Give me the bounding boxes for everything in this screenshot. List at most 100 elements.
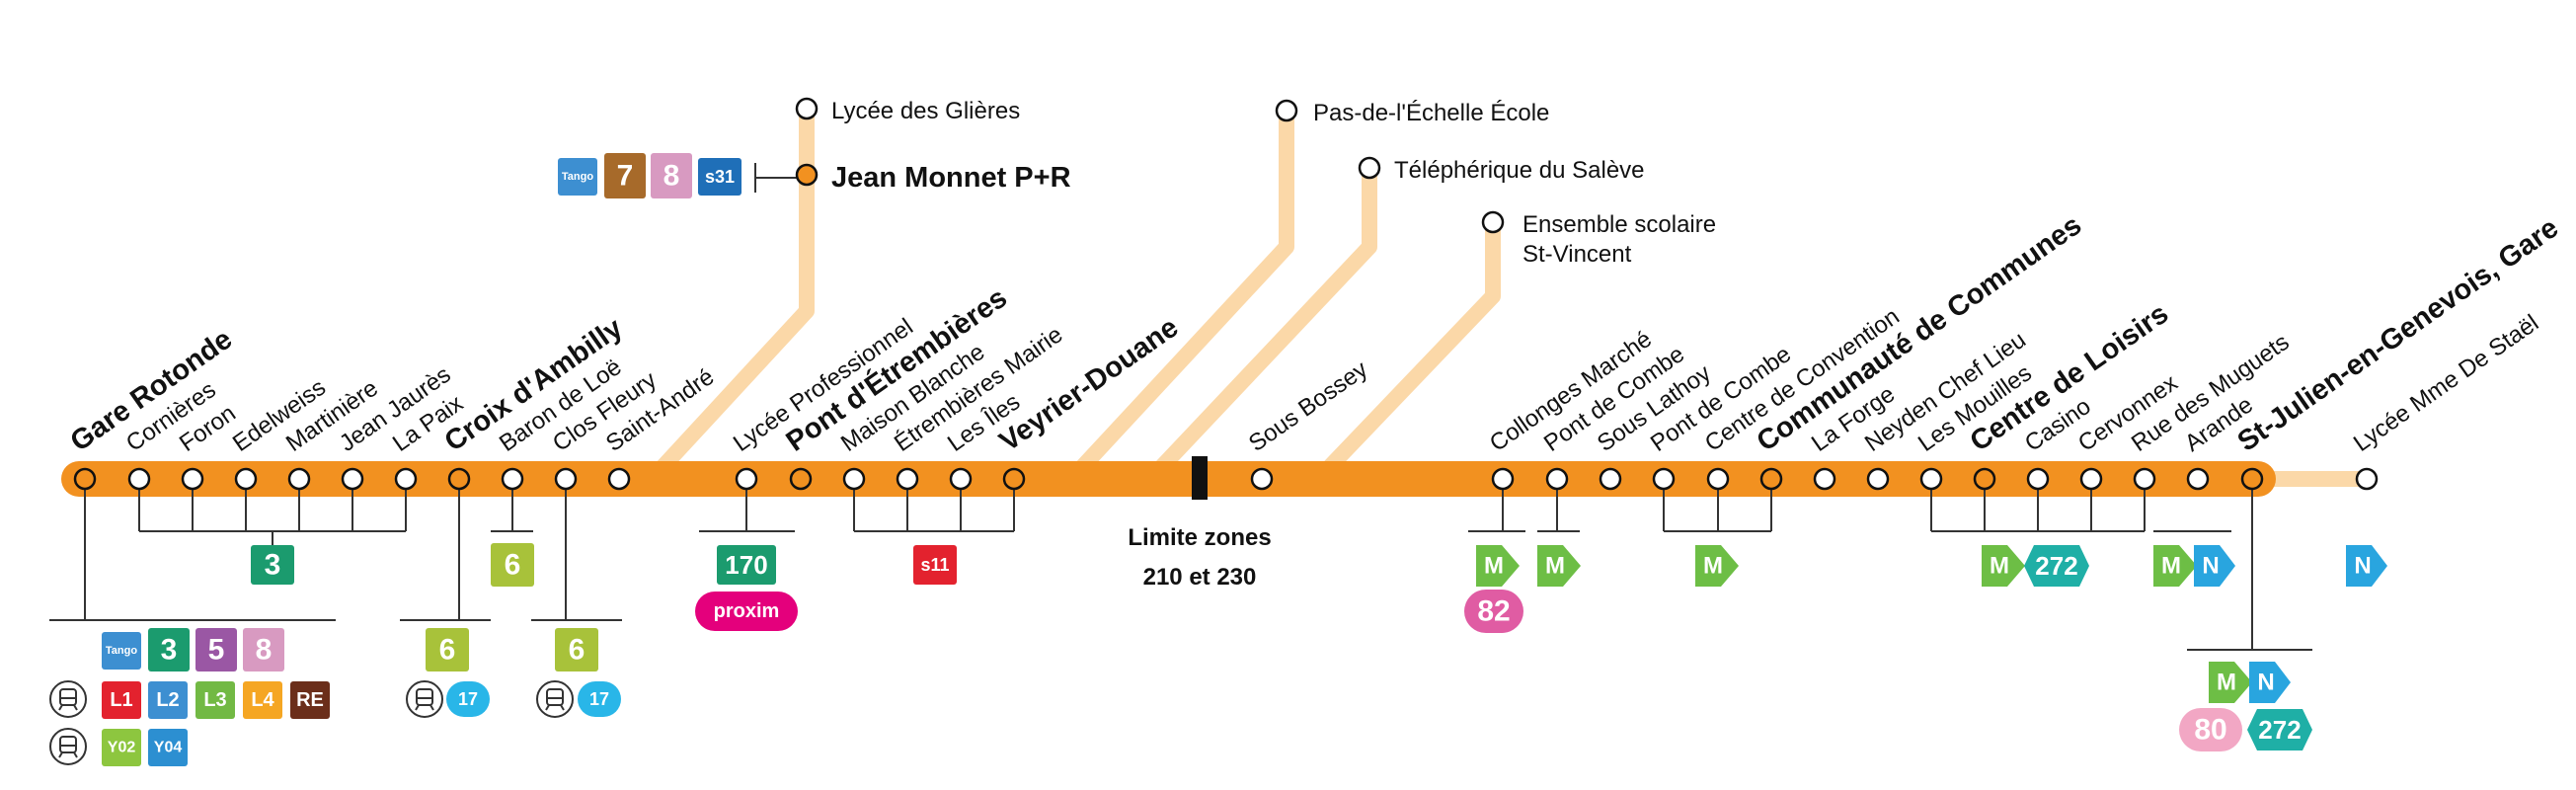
svg-text:3: 3 [265,549,281,582]
stop-14 [896,467,919,491]
stop-33 [2355,467,2379,491]
badge-line-5: 5 [195,628,237,672]
stop-28 [2026,467,2050,491]
stop-21 [1652,467,1676,491]
stop-12 [789,467,813,491]
stop-22 [1706,467,1730,491]
svg-text:L2: L2 [156,689,179,711]
stop-9 [554,467,578,491]
badge-line-6: 6 [426,628,469,672]
stop-24 [1813,467,1836,491]
svg-text:3: 3 [161,634,178,667]
badge-m: M [1476,545,1520,587]
badge-line-3: 3 [251,545,294,585]
badge-l2: L2 [148,681,188,719]
svg-text:L1: L1 [110,689,132,711]
stop-pas-de-lechelle [1275,99,1298,122]
stop-8 [501,467,524,491]
badge-m: M [2153,545,2197,587]
badge-bus-17: 17 [578,681,621,717]
badge-m: M [2209,662,2252,703]
badge-bus-17: 17 [446,681,490,717]
branch-stop-label: Ensemble scolaire [1522,211,1716,238]
badge-line-3: 3 [148,628,190,672]
svg-text:Tango: Tango [106,645,137,657]
stop-15 [949,467,973,491]
tram-icon [406,680,443,718]
stop-10 [607,467,631,491]
stop-11 [735,467,758,491]
svg-text:N: N [2257,670,2274,696]
stop-lycee-glieres [795,97,819,120]
stop-13 [842,467,866,491]
svg-text:s11: s11 [920,555,949,575]
stop-29 [2079,467,2103,491]
stops-layer [73,97,2379,491]
svg-text:80: 80 [2194,714,2226,747]
stop-2 [181,467,204,491]
branch-line-pas-de-lechelle [1065,111,1294,485]
badge-m: M [1537,545,1581,587]
stop-1 [127,467,151,491]
badge-bus-272: 272 [2247,709,2312,750]
svg-text:6: 6 [569,634,585,667]
badge-n: N [2346,545,2387,587]
svg-text:Tango: Tango [562,171,593,183]
stop-25 [1866,467,1890,491]
badge-bus-82: 82 [1464,590,1523,633]
svg-text:272: 272 [2035,551,2077,581]
branch-stop-label: Jean Monnet P+R [831,162,1071,194]
stop-32 [2240,467,2264,491]
svg-text:5: 5 [208,634,225,667]
stop-23 [1759,467,1783,491]
svg-text:7: 7 [617,160,634,193]
svg-text:M: M [1545,553,1565,580]
labels-layer: Gare RotondeCornièresForonEdelweissMarti… [65,98,2565,458]
stop-0 [73,467,97,491]
badge-line-6: 6 [555,628,598,672]
badge-y04: Y04 [148,729,188,766]
svg-text:s31: s31 [705,167,735,187]
badge-bus-272: 272 [2024,545,2089,587]
branch-stop-label: Pas-de-l'Échelle École [1313,100,1549,126]
svg-text:M: M [1990,553,2009,580]
svg-text:82: 82 [1477,595,1510,628]
stop-18 [1491,467,1515,491]
stop-31 [2186,467,2210,491]
stop-27 [1973,467,1996,491]
stop-30 [2133,467,2156,491]
branch-line-st-vincent [1312,222,1501,485]
badge-n: N [2194,545,2235,587]
stop-6 [394,467,418,491]
svg-text:6: 6 [439,634,456,667]
svg-text:17: 17 [589,689,609,709]
badge-line-8: 8 [243,628,284,672]
badge-line-7: 7 [604,153,646,198]
svg-text:N: N [2202,553,2219,580]
stop-ensemble-scolaire [1481,210,1505,234]
stop-4 [287,467,311,491]
badge-re: RE [290,681,330,719]
train-icon [49,680,87,718]
stop-3 [234,467,258,491]
badge-proxim: proxim [695,592,798,631]
branch-stop-label: St-Vincent [1522,241,1632,268]
zone-limit-marker [1192,456,1208,500]
badge-l1: L1 [102,681,141,719]
branch-stop-label: Téléphérique du Salève [1394,157,1645,184]
svg-text:RE: RE [296,689,324,711]
stop-16 [1002,467,1026,491]
badge-bus-170: 170 [717,545,776,585]
svg-text:17: 17 [458,689,478,709]
badge-tango: Tango [102,632,141,670]
svg-text:M: M [2217,670,2236,696]
stop-19 [1545,467,1569,491]
stop-20 [1599,467,1622,491]
stop-7 [447,467,471,491]
svg-text:N: N [2354,553,2371,580]
badge-s31: s31 [698,158,742,196]
zone-limit: Limite zones 210 et 230 [1128,456,1272,591]
svg-text:L4: L4 [251,689,274,711]
badge-line-8: 8 [651,153,692,198]
